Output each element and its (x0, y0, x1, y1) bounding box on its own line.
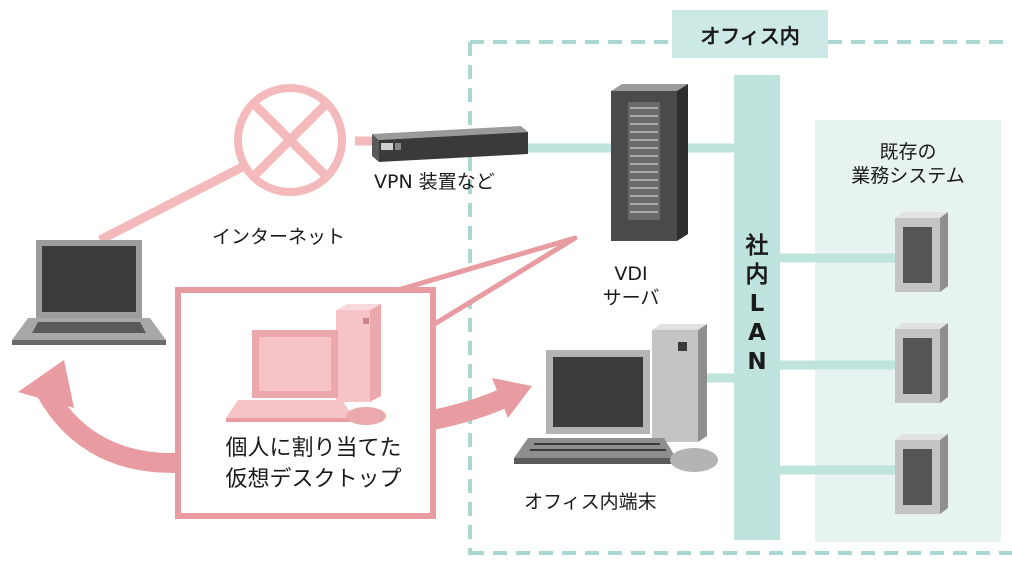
internet-link (97, 136, 372, 245)
business-server-icon (895, 212, 948, 292)
lan-label-char: 内 (745, 262, 769, 288)
virtual-desktop-label: 個人に割り当てた 仮想デスクトップ (196, 433, 431, 495)
office-label: オフィス内 (672, 10, 828, 58)
lan-label-char: N (747, 349, 767, 375)
desktop-pc-icon (226, 304, 386, 425)
lan-label-char: L (749, 291, 765, 317)
existing-system-line: 既存の (879, 141, 937, 163)
office-pc-icon (514, 324, 718, 472)
vdi-label: VDI サーバ (596, 262, 666, 310)
vpn-label: VPN 装置など (374, 171, 495, 193)
lan-backbone (734, 75, 780, 540)
lan-label-char: 社 (745, 233, 769, 259)
business-server-icon (895, 323, 948, 403)
internet-label: インターネット (212, 226, 346, 248)
lan-label: 社 内 L A N (736, 232, 778, 377)
existing-system-label: 既存の 業務システム (820, 140, 996, 188)
laptop-icon (12, 240, 166, 345)
vdi-server-icon (611, 84, 688, 241)
virtual-desktop-line: 仮想デスクトップ (225, 467, 402, 492)
vpn-device-icon (372, 126, 528, 162)
lan-label-char: A (748, 320, 766, 346)
existing-system-line: 業務システム (851, 165, 965, 187)
business-server-icon (895, 434, 948, 514)
vdi-label-line: サーバ (602, 287, 660, 309)
virtual-desktop-line: 個人に割り当てた (225, 436, 402, 461)
office-links (527, 143, 895, 475)
vdi-label-line: VDI (614, 263, 648, 285)
office-terminal-label: オフィス内端末 (524, 491, 657, 513)
internet-cross-icon (234, 84, 346, 196)
